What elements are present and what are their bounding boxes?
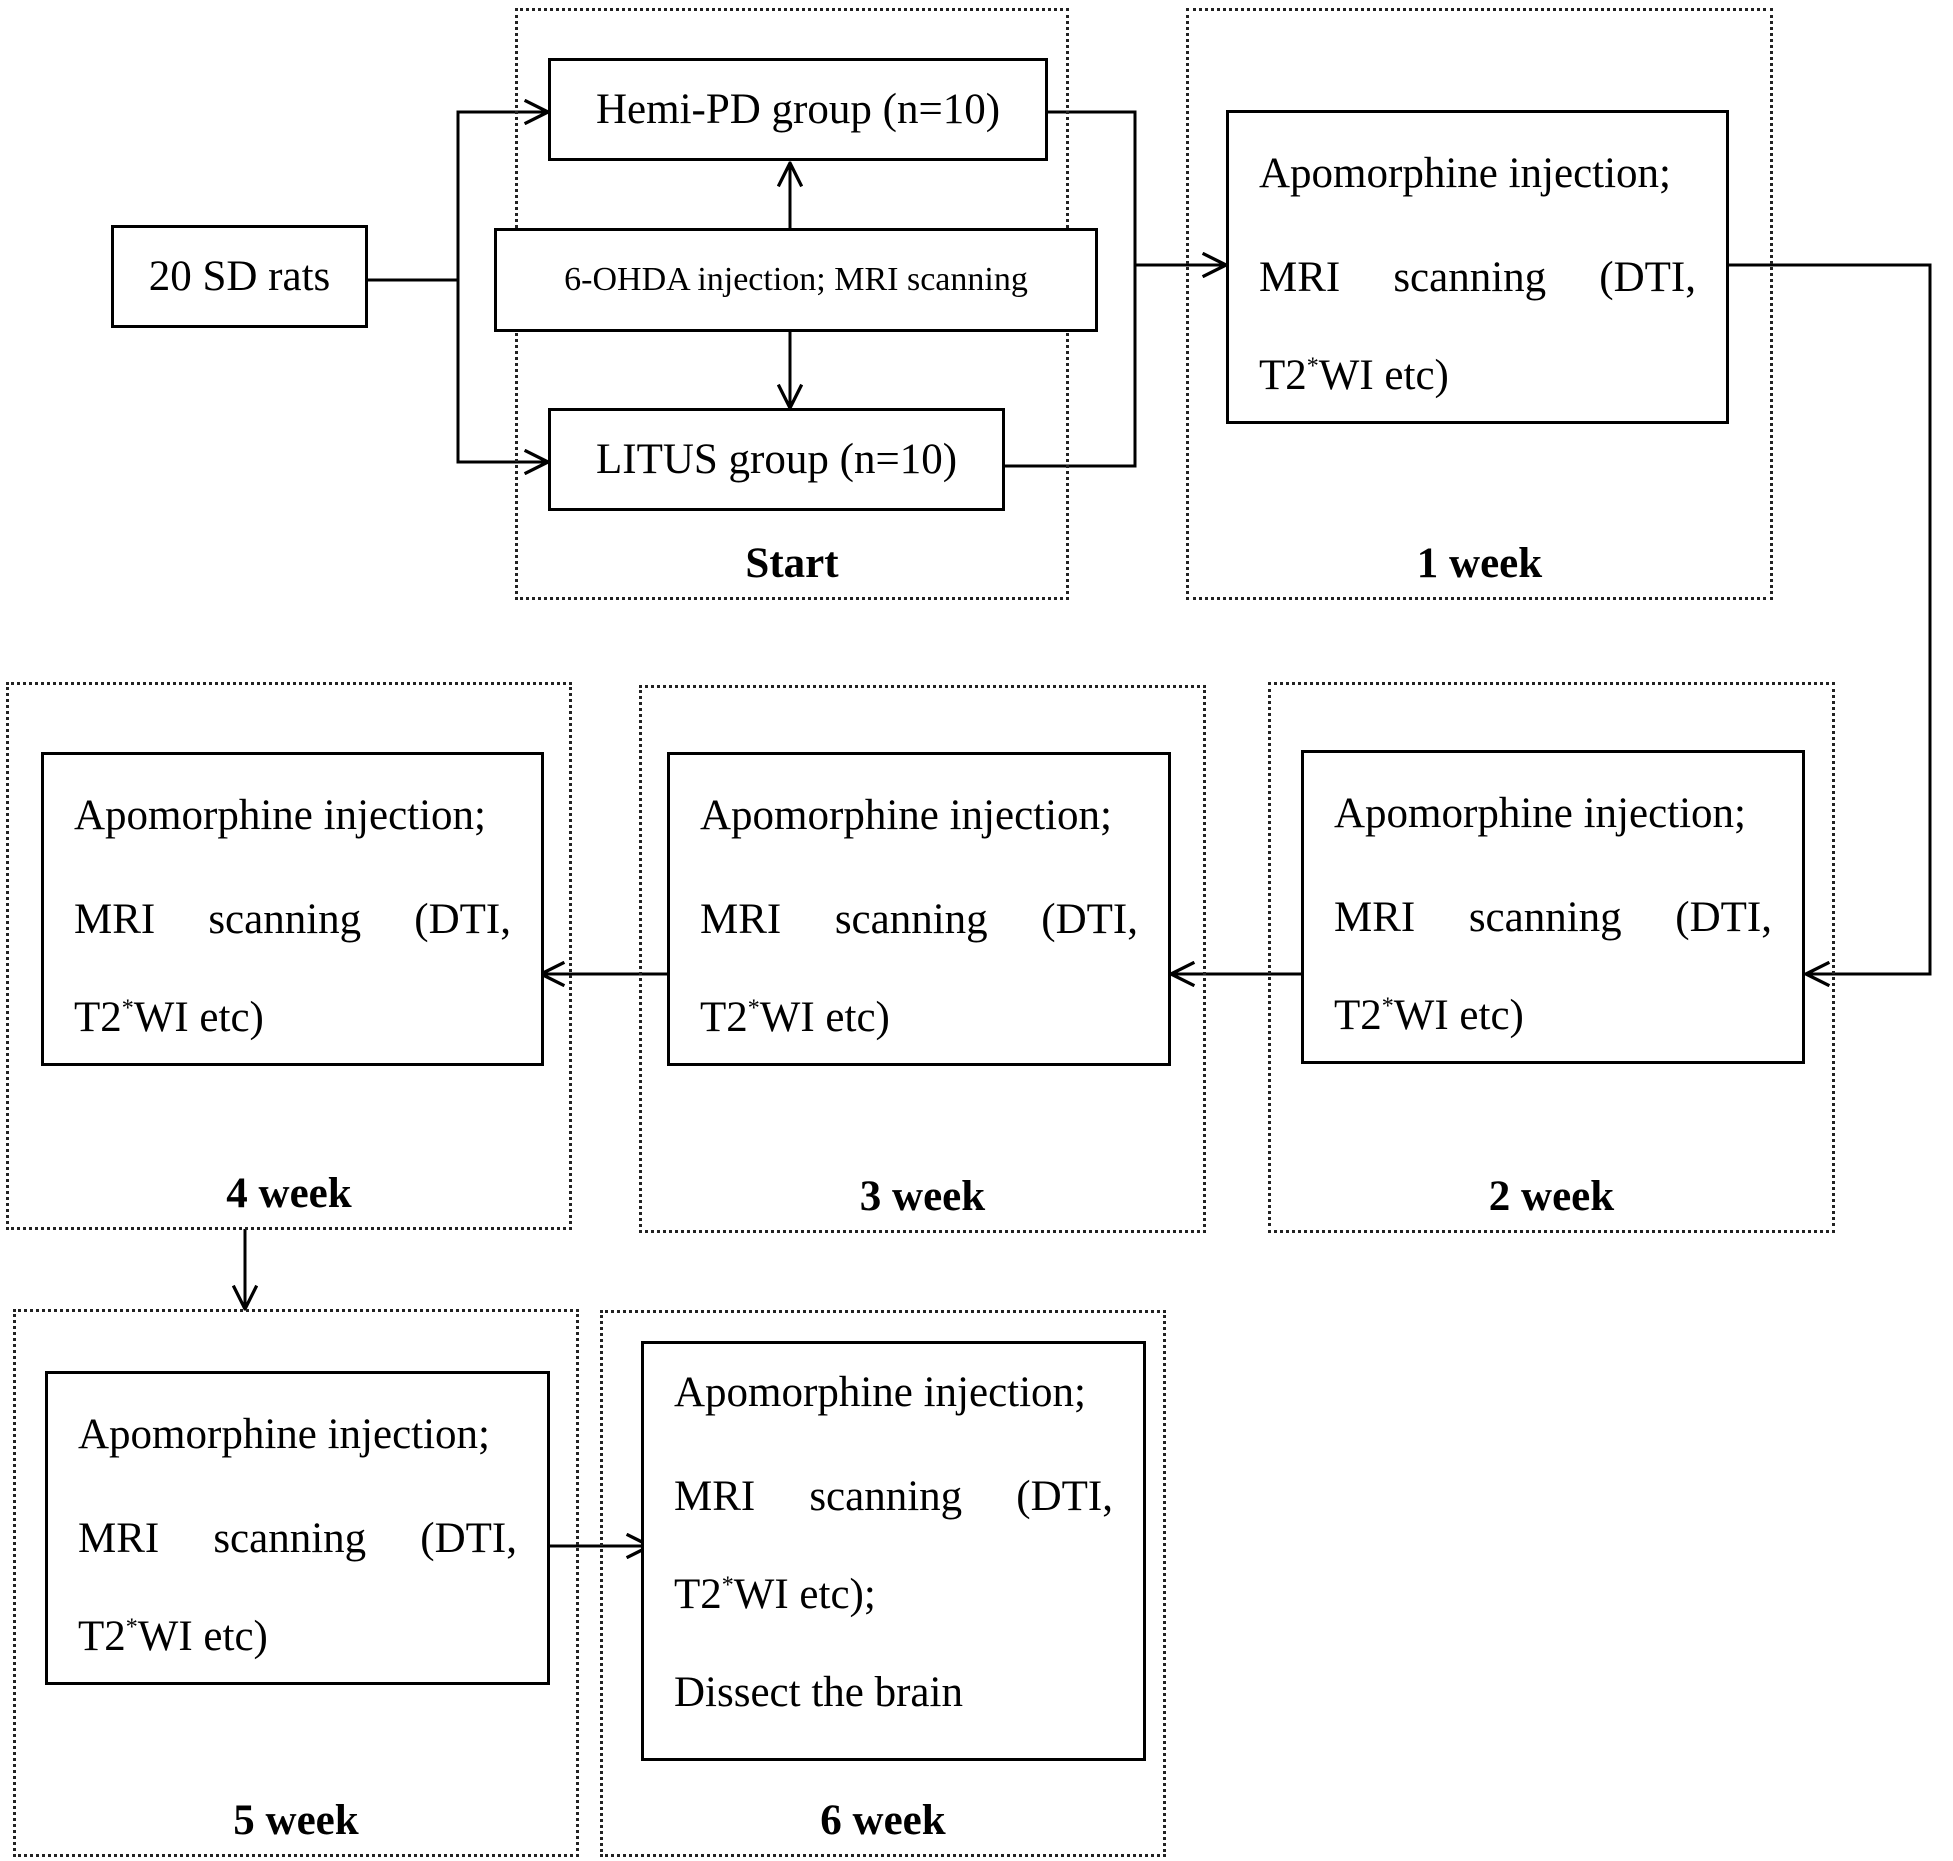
stage-week5: 5 week — [13, 1309, 579, 1857]
step-line-t2wi: T2*WI etc); — [674, 1571, 876, 1618]
procedure-label: 6-OHDA injection; MRI scanning — [564, 261, 1028, 298]
step-line-mri: MRI scanning (DTI, — [700, 896, 1138, 943]
step-line-apomorphine: Apomorphine injection; — [1259, 150, 1672, 197]
step-line-mri: MRI scanning (DTI, — [1259, 254, 1696, 301]
stage-week1-label: 1 week — [1416, 540, 1543, 587]
stage-week2-label: 2 week — [1488, 1173, 1615, 1220]
source-label: 20 SD rats — [148, 253, 331, 300]
stage-start-label: Start — [745, 540, 839, 587]
stage-week1: 1 week — [1186, 8, 1773, 600]
step-line-mri: MRI scanning (DTI, — [78, 1515, 517, 1562]
procedure-box: 6-OHDA injection; MRI scanning — [494, 228, 1098, 332]
hemi-pd-group-label: Hemi-PD group (n=10) — [595, 86, 1001, 133]
stage-week6-label: 6 week — [820, 1797, 946, 1844]
stage-week3: 3 week — [639, 685, 1206, 1233]
step-line-t2wi: T2*WI etc) — [1334, 992, 1524, 1039]
step-line-apomorphine: Apomorphine injection; — [78, 1411, 491, 1458]
week5-step-box: Apomorphine injection; MRI scanning (DTI… — [45, 1371, 550, 1685]
week2-step-box: Apomorphine injection; MRI scanning (DTI… — [1301, 750, 1805, 1064]
litus-group-label: LITUS group (n=10) — [595, 436, 958, 483]
step-line-t2wi: T2*WI etc) — [1259, 352, 1449, 399]
stage-week3-label: 3 week — [859, 1173, 986, 1220]
step-line-mri: MRI scanning (DTI, — [1334, 894, 1772, 941]
step-line-t2wi: T2*WI etc) — [74, 994, 264, 1041]
branch-to-litus-arrow — [456, 280, 548, 462]
step-line-apomorphine: Apomorphine injection; — [700, 792, 1113, 839]
step-line-t2wi: T2*WI etc) — [78, 1613, 268, 1660]
branch-to-hemi-pd-arrow — [456, 112, 548, 280]
step-line-t2wi: T2*WI etc) — [700, 994, 890, 1041]
litus-group-box: LITUS group (n=10) — [548, 408, 1005, 511]
step-line-apomorphine: Apomorphine injection; — [1334, 790, 1747, 837]
source-box: 20 SD rats — [111, 225, 368, 328]
step-line-mri: MRI scanning (DTI, — [74, 896, 511, 943]
hemi-pd-merge-line — [1004, 110, 1137, 468]
step-line-mri: MRI scanning (DTI, — [674, 1473, 1113, 1520]
week1-step-box: Apomorphine injection; MRI scanning (DTI… — [1226, 110, 1729, 424]
stage-week4: 4 week — [6, 682, 572, 1230]
stage-week6: 6 week — [600, 1310, 1166, 1857]
step-line-dissect: Dissect the brain — [674, 1669, 963, 1716]
week6-step-box: Apomorphine injection; MRI scanning (DTI… — [641, 1341, 1146, 1761]
stage-week5-label: 5 week — [233, 1797, 359, 1844]
week3-step-box: Apomorphine injection; MRI scanning (DTI… — [667, 752, 1171, 1066]
hemi-pd-group-box: Hemi-PD group (n=10) — [548, 58, 1048, 161]
stage-week4-label: 4 week — [226, 1170, 352, 1217]
week4-step-box: Apomorphine injection; MRI scanning (DTI… — [41, 752, 544, 1066]
step-line-apomorphine: Apomorphine injection; — [74, 792, 487, 839]
stage-week2: 2 week — [1268, 682, 1835, 1233]
step-line-apomorphine: Apomorphine injection; — [674, 1369, 1087, 1416]
week1-to-week2-arrow — [1727, 263, 1932, 974]
